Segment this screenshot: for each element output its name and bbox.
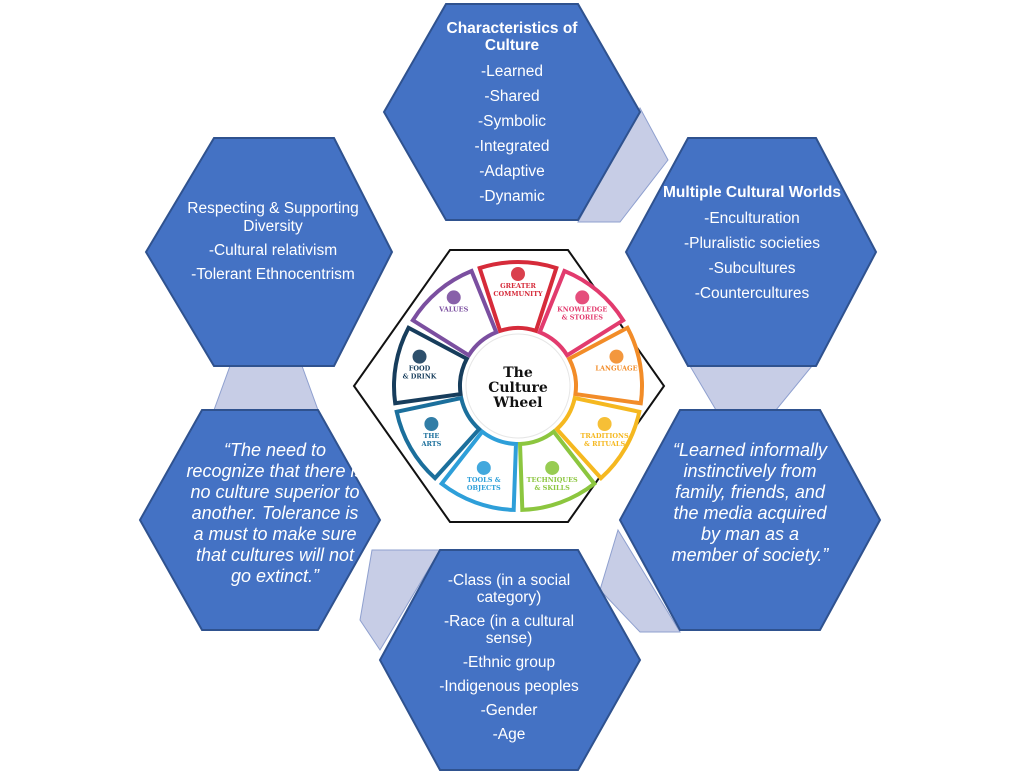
gears-icon xyxy=(476,460,491,475)
wheel-label-tools: OBJECTS xyxy=(467,484,501,492)
wheel-label-community: GREATER xyxy=(500,282,536,290)
wheel-segment-community xyxy=(477,260,559,334)
multiple-worlds-item: -Pluralistic societies xyxy=(683,235,821,252)
puzzle-icon xyxy=(545,460,560,475)
wheel-label-language: LANGUAGE xyxy=(595,365,637,373)
connector-left xyxy=(213,365,319,411)
wheel-label-traditions: TRADITIONS xyxy=(581,432,629,440)
wheel-segment-arts xyxy=(394,395,483,481)
wheel-label-community: COMMUNITY xyxy=(493,290,543,298)
identity-item: -Race (in a cultural sense) xyxy=(443,613,575,647)
steaming-cup-icon xyxy=(412,349,427,364)
hex-learned-quote xyxy=(618,409,882,631)
characteristics-text: Characteristics of Culture -Learned -Sha… xyxy=(420,20,604,209)
connector-bottom-right xyxy=(599,528,681,633)
wheel-label-arts: THE xyxy=(423,432,439,440)
diversity-text: Respecting & Supporting Diversity -Cultu… xyxy=(178,200,368,284)
hex-multiple-worlds xyxy=(624,137,878,367)
identity-list-text: -Class (in a social category) -Race (in … xyxy=(424,572,594,750)
multiple-worlds-item: -Enculturation xyxy=(704,210,800,227)
characteristics-item: -Symbolic xyxy=(477,113,547,130)
wheel-label-tools: TOOLS & xyxy=(467,476,501,484)
wheel-center-line-1: The xyxy=(503,365,533,381)
handshake-icon xyxy=(511,267,525,281)
award-ribbon-icon xyxy=(446,290,461,305)
identity-item: -Indigenous peoples xyxy=(439,678,579,695)
wheel-segment-language xyxy=(566,325,644,406)
identity-item: -Ethnic group xyxy=(462,654,556,671)
wheel-label-food: FOOD xyxy=(409,365,431,373)
tolerance-quote-text: “The need to recognize that there is no … xyxy=(186,440,364,586)
hex-characteristics xyxy=(382,3,642,221)
wheel-segment-knowledge xyxy=(537,268,626,359)
diversity-item: -Tolerant Ethnocentrism xyxy=(191,266,355,283)
learned-quote-text: “Learned informally instinctively from f… xyxy=(671,440,829,565)
hex-diversity xyxy=(144,137,394,367)
wheel-label-techniques: & SKILLS xyxy=(535,484,571,492)
characteristics-item: -Shared xyxy=(484,88,540,105)
hex-tolerance-quote xyxy=(138,409,382,631)
wheel-segment-food xyxy=(392,325,470,406)
wheel-label-techniques: TECHNIQUES xyxy=(527,476,578,484)
wheel-label-arts: ARTS xyxy=(420,440,441,448)
wheel-label-food: & DRINK xyxy=(403,373,437,381)
characteristics-item: -Integrated xyxy=(474,138,550,155)
people-talking-icon xyxy=(609,349,624,364)
house-icon xyxy=(597,417,612,431)
characteristics-item: -Learned xyxy=(480,63,544,80)
lightbulb-icon xyxy=(575,290,590,305)
wheel-segment-traditions xyxy=(553,395,642,481)
music-note-icon xyxy=(424,417,439,431)
characteristics-item: -Dynamic xyxy=(479,188,545,205)
multiple-worlds-text: Multiple Cultural Worlds -Enculturation … xyxy=(662,184,842,306)
multiple-worlds-item: -Subcultures xyxy=(708,260,796,277)
hex-identity-list xyxy=(378,549,642,771)
connector-bottom-left xyxy=(359,549,441,651)
diversity-item: -Cultural relativism xyxy=(208,242,338,259)
wheel-center-circle xyxy=(465,333,571,439)
diversity-title: Respecting & Supporting Diversity xyxy=(187,200,359,235)
wheel-label-traditions: & RITUALS xyxy=(584,440,625,448)
identity-item: -Gender xyxy=(480,702,538,719)
multiple-worlds-title: Multiple Cultural Worlds xyxy=(663,184,841,201)
characteristics-item: -Adaptive xyxy=(479,163,545,180)
characteristics-title: Characteristics of Culture xyxy=(446,20,578,54)
multiple-worlds-item: -Countercultures xyxy=(694,285,810,302)
wheel-center-line-2: Culture xyxy=(488,380,548,396)
hexagons xyxy=(138,3,882,771)
connector-right xyxy=(689,365,814,411)
wheel-label-values: VALUES xyxy=(438,305,468,313)
wheel-segment-values xyxy=(410,268,499,359)
wheel-label-knowledge: & STORIES xyxy=(562,313,604,321)
identity-item: -Class (in a social category) xyxy=(447,572,571,606)
wheel-label-knowledge: KNOWLEDGE xyxy=(557,305,607,313)
wheel-center-line-3: Wheel xyxy=(492,395,542,411)
identity-item: -Age xyxy=(492,726,526,743)
